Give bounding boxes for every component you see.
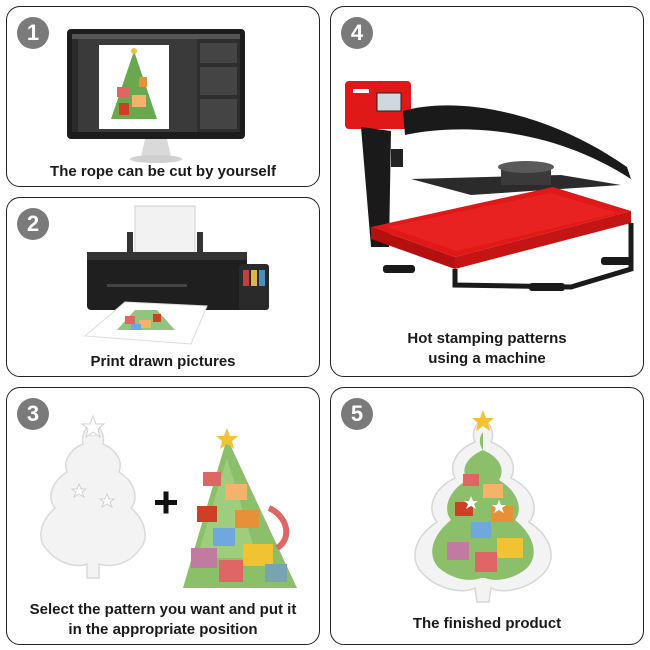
- step-3-badge: 3: [17, 398, 49, 430]
- step-5-badge: 5: [341, 398, 373, 430]
- heat-press-icon: [345, 81, 634, 291]
- step-5-panel: 5 The finished product: [330, 387, 644, 645]
- step-3-panel: 3 Select the pattern you want and put it…: [6, 387, 320, 645]
- step-4-caption: Hot stamping patterns using a machine: [407, 330, 567, 367]
- step-4-badge: 4: [341, 17, 373, 49]
- finished-ornament-icon: [414, 410, 552, 603]
- step-1-panel: 1 The rope can be cut by yourself: [6, 6, 320, 187]
- step-2-badge: 2: [17, 208, 49, 240]
- step-1-caption: The rope can be cut by yourself: [50, 163, 276, 180]
- blank-ornament-icon: [40, 414, 297, 588]
- monitor-icon: [67, 29, 245, 163]
- step-3-caption: Select the pattern you want and put it i…: [29, 601, 297, 638]
- step-2-panel: 2 Print drawn pictures: [6, 197, 320, 377]
- step-5-caption: The finished product: [412, 615, 562, 632]
- step-1-badge: 1: [17, 17, 49, 49]
- step-2-caption: Print drawn pictures: [90, 353, 236, 370]
- printer-icon: [83, 205, 269, 345]
- step-4-panel: 4 Hot stamping patterns using a machine: [330, 6, 644, 377]
